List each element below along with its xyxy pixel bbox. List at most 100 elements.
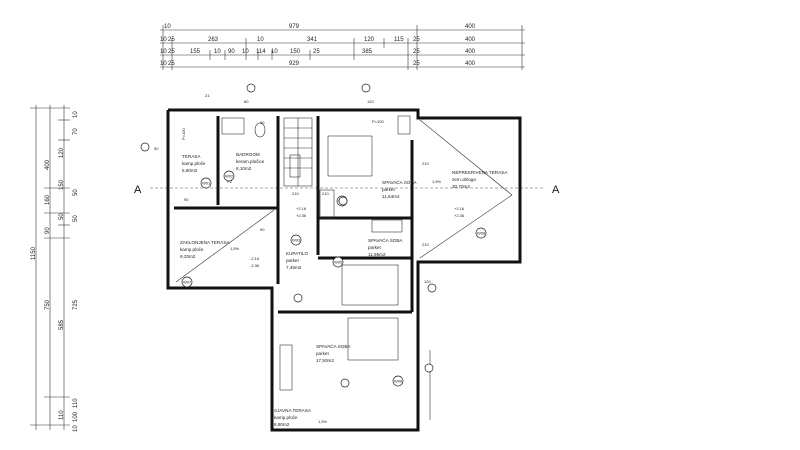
room-label: SPAVAĆA SOBA parket 11,64m2 <box>382 179 417 199</box>
dim-r2-b: 25 <box>168 37 175 43</box>
room-label: SPAVAĆA SOBA parket 17,50m2 <box>316 343 351 363</box>
dim-r2-e: 341 <box>307 37 318 43</box>
dim-r2-h: 25 <box>413 37 420 43</box>
dim-r3-d: 10 <box>214 49 221 55</box>
tag-w03: W03 <box>292 238 301 243</box>
svg-text:parket: parket <box>368 245 381 250</box>
dim-r3-g: 114 <box>256 49 266 55</box>
svg-text:BADROOM: BADROOM <box>236 152 260 157</box>
svg-text:parket: parket <box>382 187 395 192</box>
door-d8: 120 <box>367 99 374 104</box>
door-d5: 90 <box>260 227 265 232</box>
level-3b: -2.36 <box>250 263 260 268</box>
dim-r1-b: 979 <box>289 24 300 30</box>
dim-left-total: 1150 <box>31 246 37 260</box>
dim-left-a1: 160 <box>45 194 51 205</box>
svg-text:TERASA: TERASA <box>182 154 201 159</box>
dim-r3-m: 400 <box>465 49 476 55</box>
dim-left-c1: 70 <box>73 128 79 135</box>
dim-r3-j: 25 <box>313 49 320 55</box>
door-d7: 80 <box>244 99 249 104</box>
svg-text:parket: parket <box>286 258 299 263</box>
tag-w06: W06 <box>394 379 403 384</box>
level-1b: +2.36 <box>296 213 307 218</box>
door-d11: 120 <box>424 279 431 284</box>
door-d6: 90 <box>184 197 189 202</box>
dim-r1-c: 400 <box>465 24 476 30</box>
svg-text:8,10m2: 8,10m2 <box>236 166 252 171</box>
dim-r3-a: 10 <box>160 49 167 55</box>
room-label: SJAVNA TERASA kamp.ploče 8,80m2 <box>274 408 312 427</box>
dim-left-a3: 750 <box>45 299 51 310</box>
svg-text:11,95m2: 11,95m2 <box>368 252 386 257</box>
level-2b: +2.36 <box>454 213 465 218</box>
door-d1: 210 <box>322 191 329 196</box>
tag-w01: W01 <box>202 181 211 186</box>
dim-r3-e: 90 <box>228 49 235 55</box>
dim-r4-a: 10 <box>160 61 167 67</box>
tag-w05: W05 <box>334 260 343 265</box>
door-d10: 50 <box>260 120 265 125</box>
svg-text:parket: parket <box>316 351 329 356</box>
section-mark-right: A <box>552 184 560 196</box>
dim-r2-c: 263 <box>208 37 219 43</box>
dim-r3-k: 385 <box>362 49 373 55</box>
dim-r2-d: 10 <box>257 37 264 43</box>
room-label: TERASA kamp.ploče 5,60m2 <box>182 154 206 173</box>
svg-text:ZAKLONJENA TERASA: ZAKLONJENA TERASA <box>180 240 230 245</box>
svg-text:5,60m2: 5,60m2 <box>182 168 198 173</box>
tag-w07: W07 <box>183 280 192 285</box>
dim-left-a0: 400 <box>45 159 51 170</box>
svg-text:SPAVAĆA SOBA: SPAVAĆA SOBA <box>382 179 417 185</box>
room-label: SPAVAĆA SOBA parket 11,95m2 <box>368 237 403 257</box>
slope-2: 1,5% <box>432 179 442 184</box>
svg-text:11,64m2: 11,64m2 <box>382 194 400 199</box>
dim-left-b3: 585 <box>59 319 65 330</box>
label-p100-a: P=100 <box>181 128 186 140</box>
dim-r2-i: 400 <box>465 37 476 43</box>
svg-text:kamp.ploče: kamp.ploče <box>182 161 206 166</box>
svg-text:8,80m2: 8,80m2 <box>274 422 290 427</box>
dim-left-c0: 10 <box>73 111 79 118</box>
svg-text:SJAVNA TERASA: SJAVNA TERASA <box>274 408 312 413</box>
svg-text:kamp.ploče: kamp.ploče <box>274 415 298 420</box>
dim-left-b0: 120 <box>59 147 65 158</box>
dim-left-c3: 50 <box>73 215 79 222</box>
dim-r3-f: 10 <box>242 49 249 55</box>
room-label: KUPATILO parket 7,48m2 <box>286 251 308 270</box>
room-labels: TERASA kamp.ploče 5,60m2 BADROOM keram.p… <box>180 152 508 427</box>
label-p100-b: P=100 <box>372 119 384 124</box>
dim-left-b2: 150 <box>59 179 65 190</box>
svg-text:zem.obloga: zem.obloga <box>452 177 476 182</box>
dim-r2-f: 120 <box>364 37 375 43</box>
level-2: +2.16 <box>454 206 465 211</box>
room-label: NEPREKRIVENA TERASA zem.obloga 30,70m2 <box>452 170 508 189</box>
door-d4: 210 <box>422 242 429 247</box>
dim-r3-b: 25 <box>168 49 175 55</box>
walls <box>166 108 522 432</box>
dim-r3-c: 155 <box>190 49 201 55</box>
svg-text:SPAVAĆA SOBA: SPAVAĆA SOBA <box>316 343 351 349</box>
dim-left-c6: 100 <box>73 411 79 422</box>
dim-left-b1: 50 <box>59 213 65 220</box>
svg-text:30,70m2: 30,70m2 <box>452 184 470 189</box>
svg-text:9,33m2: 9,33m2 <box>180 254 196 259</box>
label-pz: PZ <box>227 179 233 184</box>
dim-left-a2: 90 <box>45 227 51 234</box>
annotations: P=100 P=100 +2.16 +2.36 +2.16 +2.36 -2.1… <box>154 93 465 424</box>
dim-left-c4: 725 <box>73 299 79 310</box>
svg-text:keram.pločice: keram.pločice <box>236 159 265 164</box>
dim-left-c2: 50 <box>73 189 79 196</box>
label-z1: Z1 <box>205 93 210 98</box>
level-1: +2.16 <box>296 206 307 211</box>
left-dimension-chains: 1150 400 160 90 750 120 50 150 585 110 1… <box>30 105 79 432</box>
dim-r3-h: 10 <box>271 49 278 55</box>
door-d3: 210 <box>422 161 429 166</box>
door-d2: 210 <box>292 191 299 196</box>
level-3: -2.16 <box>250 256 260 261</box>
svg-text:SPAVAĆA SOBA: SPAVAĆA SOBA <box>368 237 403 243</box>
room-label: BADROOM keram.pločice 8,10m2 <box>236 152 265 171</box>
door-d9: 50 <box>154 146 159 151</box>
dim-r2-a: 10 <box>160 37 167 43</box>
